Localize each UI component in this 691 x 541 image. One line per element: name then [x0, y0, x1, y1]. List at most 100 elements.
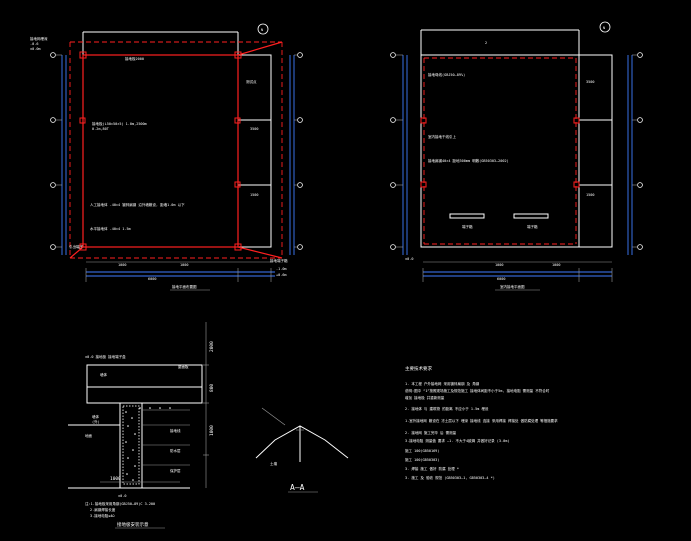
- label-flat-steel: 接地扁钢40×4 距地300mm 明敷(GB50303—2002): [428, 158, 509, 163]
- label-roof: 屋面板: [178, 364, 189, 369]
- caption-section: 接地极安装示意: [117, 521, 149, 528]
- terminal-marker: [573, 181, 580, 188]
- note-line: 1.室外接地网 敷设在 冻土层以下 埋深 接地线 连接 采用焊接 焊接处 做防腐…: [405, 418, 558, 423]
- note-line: 3. 施工 及 验收 规范 (GB50303—1, GB50303—4 *): [405, 475, 495, 480]
- terminal-box-2: [513, 213, 549, 219]
- label-electrode: 接地极(L50×50×5) 1.0m,2500m: [92, 121, 147, 126]
- left-ground-ring: [82, 54, 239, 248]
- label-ground: 地面: [85, 433, 92, 438]
- caption-left-plan: 接地平面布置图: [172, 284, 197, 289]
- left-building-outline: [82, 54, 239, 248]
- section-detail: 2000 800 1000 1000 墙体 屋面板 墙体 (外) 地面 接地线 …: [68, 322, 215, 529]
- note-line: 施工 100(GB50169): [405, 448, 439, 453]
- label-terminal-box: 接地端子箱: [270, 258, 288, 263]
- caption-aa: A—A: [290, 483, 305, 492]
- axis-bubble: [50, 182, 56, 188]
- axis-bubble: [297, 244, 303, 250]
- axis-bubble: [297, 52, 303, 58]
- axis-bubble: [50, 52, 56, 58]
- north-label: N: [603, 26, 605, 30]
- terminal-marker: [420, 117, 427, 124]
- axis-bubble: [637, 117, 643, 123]
- dim-800: 800: [209, 384, 215, 392]
- notes-title: 主要技术要求: [405, 365, 432, 372]
- terminal-marker: [420, 181, 427, 188]
- terminal-box-1: [449, 213, 485, 219]
- right-indoor-plan: 端子箱 端子箱 1000 1000 6000 N: [390, 21, 643, 291]
- dim-label: 1000: [180, 263, 188, 267]
- label-box-2: 端子箱: [527, 224, 538, 229]
- terminal-marker: [573, 117, 580, 124]
- note-line: 2. 接地体 与 建筑物 的距离 不应小于 1.5m 埋设: [405, 406, 489, 411]
- label-layer-3: 保护层: [170, 468, 181, 473]
- caption-right-plan: 室内接地平面图: [500, 284, 525, 289]
- label-riser: 室内接地干线引上: [428, 134, 456, 139]
- north-label: N: [261, 28, 263, 32]
- label-elev-minus: -1.0m: [276, 267, 287, 271]
- electrode-marker: [79, 117, 86, 124]
- svg-text:3500: 3500: [586, 80, 594, 84]
- electrode-marker: [234, 243, 242, 251]
- electrode-marker: [234, 181, 241, 188]
- axis-bubble: [50, 117, 56, 123]
- axis-bubble: [297, 182, 303, 188]
- electrode-marker: [79, 243, 87, 251]
- label-bus: 接地母线(GBJ50—89%): [428, 72, 465, 77]
- svg-text:3500: 3500: [250, 127, 258, 131]
- note-line: 2. 接地网 施工完毕 后 需测量: [405, 430, 457, 435]
- note-line: 增加 接地极 并重新测量: [405, 395, 445, 400]
- axis-bubble: [297, 117, 303, 123]
- label-left: 墙体: [92, 414, 99, 419]
- electrode-marker: [234, 51, 242, 59]
- label-ground-depth: 接地网埋深: [30, 36, 48, 41]
- svg-text:1500: 1500: [586, 193, 594, 197]
- label-layer-2: 防水层: [170, 448, 181, 453]
- electrode-marker: [234, 117, 241, 124]
- section-note-2: 2.扁钢焊接长度: [90, 507, 116, 512]
- label-box-1: 端子箱: [462, 224, 473, 229]
- technical-notes: 主要技术要求 1. 本工程 户外接地网 采用镀锌扁钢 及 角钢 说明:图中 “1…: [405, 365, 558, 480]
- note-line: 1. 本工程 户外接地网 采用镀锌扁钢 及 角钢: [405, 381, 480, 386]
- label-outside: (外): [92, 419, 100, 424]
- svg-text:1500: 1500: [250, 193, 258, 197]
- svg-text:1000: 1000: [552, 263, 560, 267]
- axis-bubble: [390, 117, 396, 123]
- dim-1000: 1000: [209, 425, 215, 436]
- dim-total: 6000: [497, 277, 505, 281]
- axis-bubble: [637, 182, 643, 188]
- right-annex: [578, 54, 613, 248]
- dim-label: 1000: [118, 263, 126, 267]
- left-grounding-plan: 1000 1000 6000 N 接地网埋深 -0.6 ±0.0m 接地极200…: [30, 23, 303, 291]
- label-rod: 接地极2000: [125, 56, 144, 61]
- label-layer-1: 接地线: [170, 428, 181, 433]
- label-elev: ±0.0: [405, 257, 413, 261]
- label-test-point: 测试点: [246, 79, 257, 84]
- axis-bubble: [637, 244, 643, 250]
- label-depth: ±0.0: [118, 494, 126, 498]
- note-line: 3. 焊接 施工 做好 防腐 处理 *: [405, 466, 459, 471]
- aa-profile: [255, 425, 349, 459]
- dim-2000: 2000: [209, 341, 215, 352]
- north-arrow-icon: [257, 23, 269, 35]
- north-arrow-icon: [599, 21, 611, 33]
- axis-bubble: [637, 52, 643, 58]
- right-building-outline: [420, 54, 580, 248]
- slab-box: [86, 364, 203, 404]
- label-ring: 水平接地体 -40×4 1.5m: [90, 226, 131, 231]
- label-elev-plus: +0.6m: [276, 273, 287, 277]
- note-line: 说明:图中 “1”按照现场施工及规范施工 接地体间距不小于5m, 接地电阻 需测…: [405, 388, 550, 393]
- svg-text:0.2m,80T: 0.2m,80T: [92, 127, 110, 131]
- label-flat-steel: 人工接地体 -40×4 镀锌扁钢 沿外墙敷设, 距墙1.0m 以下: [90, 202, 185, 207]
- axis-bubble: [390, 182, 396, 188]
- section-note-1: 注:1.接地极采用角钢(GBJ50—89)C 3-200: [85, 501, 155, 506]
- label-top-elev: -0.6: [30, 42, 38, 46]
- label-wall: 墙体: [100, 372, 107, 377]
- axis-bubble: [390, 244, 396, 250]
- concrete-hatch: [125, 407, 171, 481]
- axis-bubble: [390, 52, 396, 58]
- svg-text:1000: 1000: [495, 263, 503, 267]
- aa-detail: 土壤 A—A: [255, 407, 349, 493]
- svg-text:±0.0 接地极 接地端子盒: ±0.0 接地极 接地端子盒: [85, 354, 126, 359]
- dim-total: 6000: [148, 277, 156, 281]
